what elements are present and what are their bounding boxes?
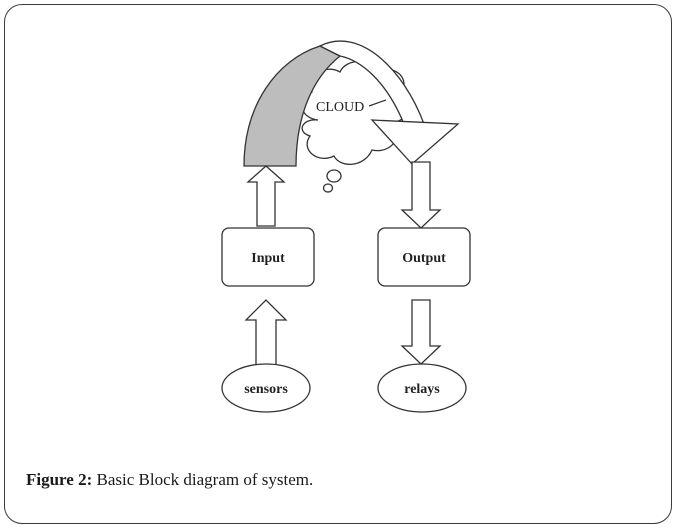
output-block-label: Output [402, 251, 446, 266]
relays-node [377, 363, 467, 413]
cloud-label: CLOUD [316, 100, 364, 115]
output-block [377, 227, 471, 287]
figure-caption-text: Basic Block diagram of system. [92, 470, 314, 489]
sensors-node-label: sensors [244, 382, 288, 397]
arrow-output-to-relays [400, 299, 442, 365]
cloud-label-leader [368, 99, 387, 107]
curved-arrow-head [370, 119, 460, 165]
arrow-sensors-to-input [244, 299, 288, 369]
input-block-label: Input [251, 251, 285, 266]
curved-flow-arrow [243, 40, 460, 167]
figure-caption: Figure 2: Basic Block diagram of system. [26, 470, 313, 490]
sensors-node [221, 363, 311, 413]
input-block [221, 227, 315, 287]
relays-node-label: relays [404, 382, 440, 397]
arrow-input-to-cloud [246, 165, 286, 227]
arrow-cloud-to-output [400, 161, 442, 229]
figure-caption-label: Figure 2: [26, 470, 93, 489]
